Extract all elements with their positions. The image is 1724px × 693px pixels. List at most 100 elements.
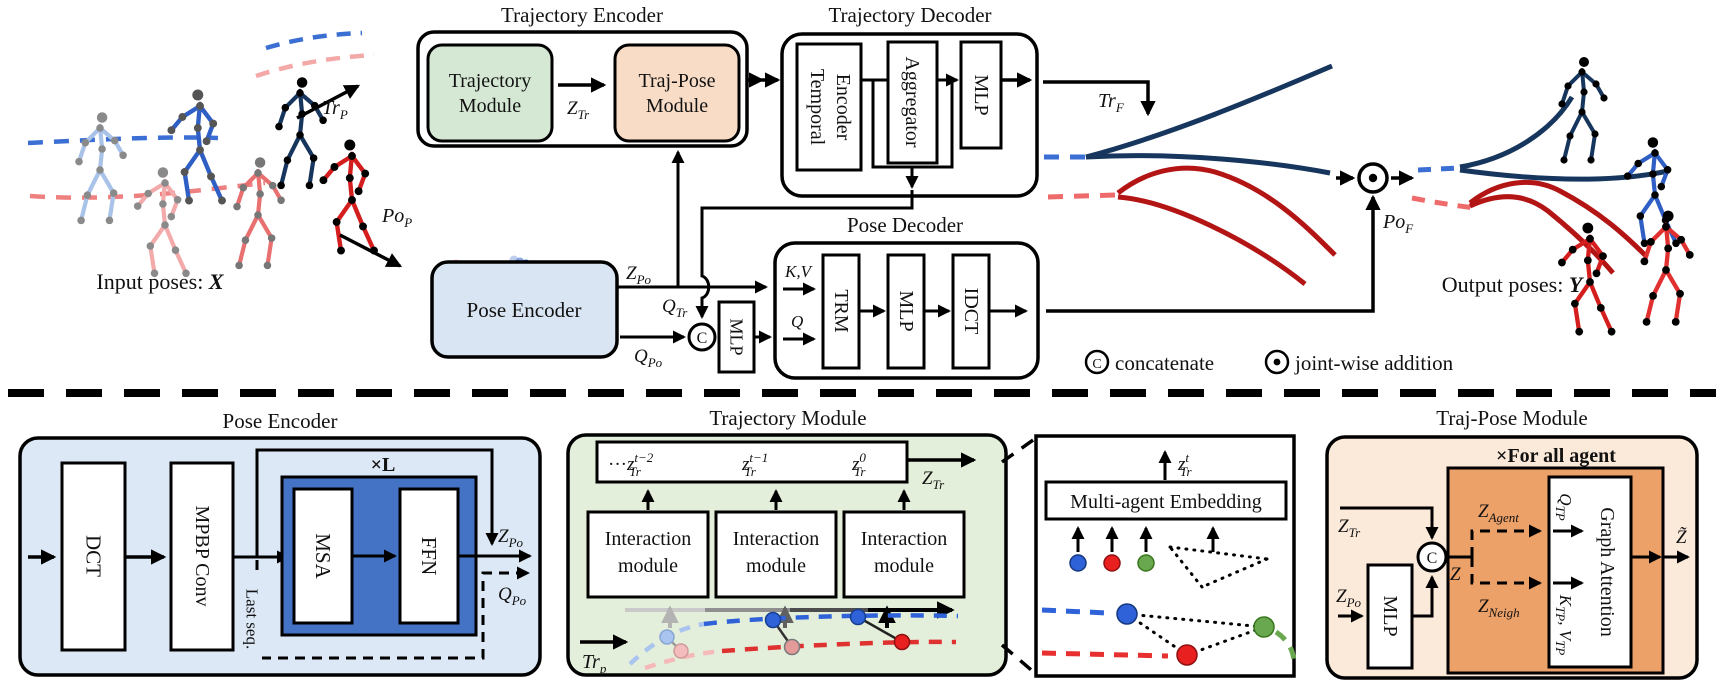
z-po-label: ZPo — [626, 263, 652, 287]
interaction-1-l1: Interaction — [605, 528, 692, 550]
pe-z-po-label: ZPo — [498, 526, 524, 550]
dct-box — [60, 461, 127, 652]
decoder-mlp-label: MLP — [970, 74, 992, 115]
for-all-agent-label: ×For all agent — [1496, 445, 1616, 467]
interaction-3-l1: Interaction — [861, 528, 948, 550]
top-overview-section: Input poses: X TrP PoP Trajectory Encode… — [27, 3, 1694, 380]
z-agent-label: ZAgent — [1478, 501, 1519, 525]
output-poses-label: Output poses: Y — [1442, 272, 1585, 297]
pose-decoder-title: Pose Decoder — [847, 213, 963, 237]
residual-skip-line — [255, 448, 499, 557]
po-f-label: PoF — [1382, 211, 1414, 236]
traj-pose-module-panel: Traj-Pose Module ×For all agent ZTr ZPo … — [1325, 406, 1699, 680]
tr-p-arrow — [296, 84, 361, 120]
z-agent-dashed-arrow — [1470, 524, 1542, 557]
tp-mlp-label: MLP — [1379, 595, 1401, 636]
pe-q-po-label: QPo — [498, 584, 527, 608]
interaction-3-l2: module — [874, 555, 934, 577]
relation-triangles — [1125, 545, 1269, 657]
trm-label: TRM — [830, 289, 852, 333]
traj-pose-module-label-1: Traj-Pose — [638, 70, 715, 92]
tp-mlp-to-concat — [1412, 575, 1439, 618]
pose-mlp-box — [886, 253, 926, 370]
interaction-module-box-3 — [842, 510, 966, 599]
dct-label: DCT — [82, 535, 106, 577]
kv-label: K,V — [784, 262, 814, 281]
tp-z-tr-route — [1340, 506, 1439, 540]
aggregator-box — [886, 40, 939, 165]
traj-pose-module-label-2: Module — [646, 95, 708, 117]
tm-tr-p-label: Trp — [582, 651, 607, 676]
agent-positions — [1041, 603, 1297, 666]
output-trajectory-curves — [1411, 95, 1669, 275]
multi-agent-embedding-box — [1044, 480, 1288, 521]
trajectory-module-label-1: Trajectory — [449, 70, 532, 92]
tr-f-label: TrF — [1098, 90, 1125, 115]
last-seq-label-bg — [243, 576, 262, 662]
tp-z-tr-label: ZTr — [1338, 516, 1361, 540]
pose-encoder-panel: Pose Encoder DCT MPBP Conv Last seq. ×L … — [18, 409, 542, 677]
agent-dot-red — [1103, 554, 1121, 572]
q-po-label: QPo — [634, 346, 663, 370]
concat-mlp-box — [717, 300, 756, 374]
legend-add-dot — [1273, 358, 1281, 366]
concat-node — [687, 322, 717, 352]
interaction-modules: Interaction module Interaction module In… — [586, 489, 966, 599]
concat-mlp-label: MLP — [727, 318, 747, 355]
tr-f-arrow — [1043, 80, 1156, 117]
graph-attention-label: Graph Attention — [1596, 507, 1618, 636]
kv-tp-label: KTP, VTP — [1554, 594, 1576, 656]
po-p-arrow — [339, 233, 403, 268]
z-tr-label: ZTr — [567, 98, 590, 122]
idct-label: IDCT — [960, 288, 982, 335]
temporal-encoder-box — [795, 42, 863, 172]
tp-z-po-label: ZPo — [1336, 586, 1362, 610]
xl-label: ×L — [371, 454, 396, 476]
trajectory-module-box — [426, 43, 554, 143]
interaction-2-l2: module — [746, 555, 806, 577]
po-p-label: PoP — [381, 205, 412, 230]
pose-encoder-panel-title: Pose Encoder — [223, 409, 338, 433]
trajectory-decoder-title: Trajectory Decoder — [828, 3, 991, 27]
trajectory-sketch — [625, 601, 959, 671]
aggregator-label: Aggregator — [901, 56, 923, 147]
z-tilde-label: Z̃ — [1676, 527, 1687, 548]
tp-mlp-box — [1366, 563, 1414, 670]
interaction-module-box-1 — [586, 510, 710, 599]
trajectory-module-label-2: Module — [459, 95, 521, 117]
agent-token-arrows — [1069, 526, 1220, 572]
decoder-mlp-box — [959, 40, 1003, 150]
po-f-route — [1046, 194, 1381, 313]
q-label: Q — [791, 312, 803, 331]
legend: C concatenate joint-wise addition — [1084, 349, 1454, 375]
traj-pose-panel-title: Traj-Pose Module — [1436, 406, 1587, 430]
trm-box — [821, 253, 861, 370]
interaction-module-box-2 — [714, 510, 838, 599]
q-tp-label: QTP — [1554, 493, 1576, 521]
idct-box — [951, 253, 991, 370]
tp-z-label: Z — [1450, 564, 1461, 585]
mpbp-label: MPBP Conv — [191, 506, 213, 607]
q-tr-label: QTr — [662, 296, 688, 320]
predicted-trajectory-curves — [1044, 63, 1337, 286]
legend-concat-icon — [1084, 349, 1110, 375]
last-seq-dashed-route — [255, 560, 530, 660]
joint-wise-addition-dot — [1368, 173, 1378, 183]
ffn-label: FFN — [417, 537, 441, 576]
trajectory-encoder-title: Trajectory Encoder — [501, 3, 663, 27]
agent-dot-green — [1137, 554, 1155, 572]
tr-p-label: TrP — [322, 97, 348, 122]
temporal-encoder-label-2: Encoder — [832, 74, 854, 141]
z-history-box — [595, 440, 909, 484]
agent-dot-blue — [1069, 554, 1087, 572]
legend-concat-c: C — [1092, 357, 1101, 372]
z-neigh-dashed-arrow — [1470, 557, 1542, 590]
concat-node-label: C — [697, 330, 708, 347]
